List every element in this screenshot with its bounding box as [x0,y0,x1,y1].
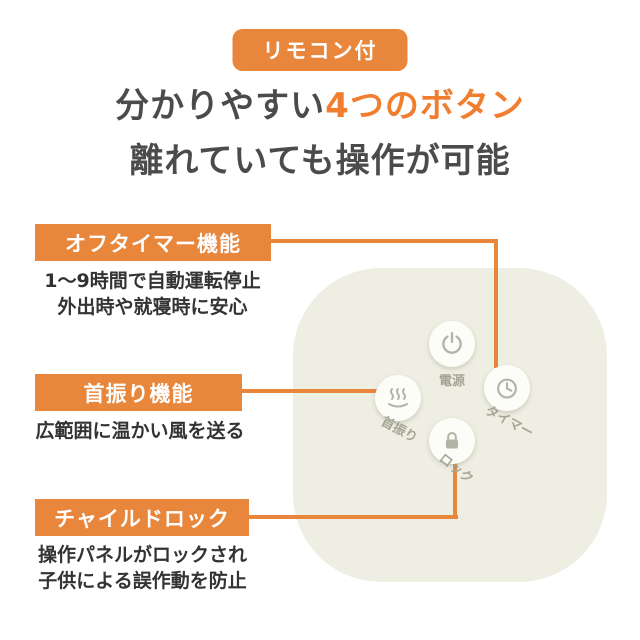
timer-button [484,365,530,411]
feature-label-child-lock: チャイルドロック [35,499,249,536]
power-button-label: 電源 [438,374,466,389]
heading-highlight: 4つのボタン [325,86,525,126]
feature-label-swing: 首振り機能 [35,374,242,411]
swing-icon [388,388,408,408]
connector-timer-horizontal [269,239,498,243]
connector-lock-horizontal [246,515,458,519]
main-heading: 分かりやすい4つのボタン [0,78,640,127]
heading-prefix: 分かりやすい [115,86,326,126]
feature-desc-child-lock: 操作パネルがロックされ 子供による誤作動を防止 [0,542,285,594]
lock-icon [446,432,458,449]
connector-swing-horizontal [241,389,377,393]
power-icon [442,331,462,354]
power-button [429,321,475,367]
feature-desc-line: 操作パネルがロックされ [37,544,247,566]
connector-lock-vertical [453,461,457,519]
remote-included-badge: リモコン付 [232,29,408,71]
feature-desc-line: 外出時や就寝時に安心 [57,296,248,318]
feature-desc-line: 1〜9時間で自動運転停止 [44,270,261,292]
feature-desc-off-timer: 1〜9時間で自動運転停止 外出時や就寝時に安心 [10,268,295,320]
lock-button [429,418,475,464]
feature-desc-swing: 広範囲に温かい風を送る [0,418,280,444]
swing-button [375,375,421,421]
feature-desc-line: 広範囲に温かい風を送る [35,420,245,442]
feature-label-off-timer: オフタイマー機能 [35,224,271,261]
sub-heading: 離れていても操作が可能 [129,141,511,181]
feature-desc-line: 子供による誤作動を防止 [38,570,247,592]
timer-icon [497,378,517,399]
connector-timer-vertical [494,239,498,368]
